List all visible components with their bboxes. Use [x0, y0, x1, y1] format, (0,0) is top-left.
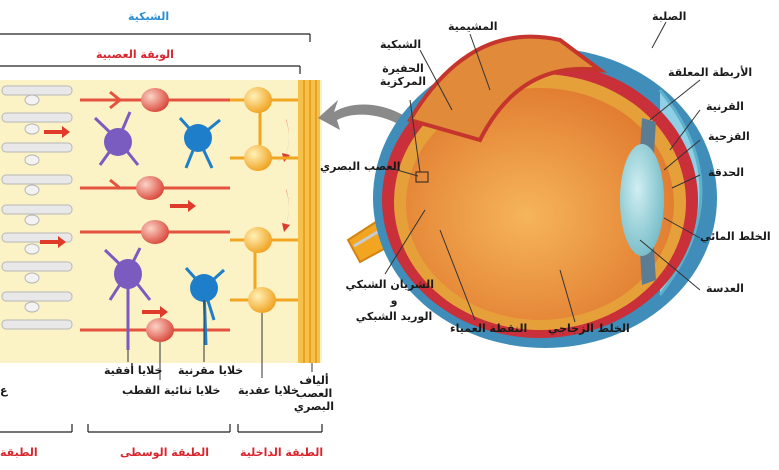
sclera-label: الصلبة — [652, 10, 686, 23]
middle-layer-label: الطبقة الوسطى — [120, 446, 209, 459]
vein-label: الوريد الشبكي — [354, 310, 434, 323]
retina-panel — [0, 80, 322, 363]
artery-label: الشريان الشبكي — [354, 278, 434, 291]
optic-nerve-label: العصب البصري — [320, 160, 401, 173]
lens-art — [620, 144, 664, 256]
outer-layer-label: الطبقة — [0, 446, 38, 459]
inner-layer-label: الطبقة الداخلية — [240, 446, 323, 459]
choroid-label: المشيمية — [448, 20, 498, 33]
layer-brackets — [0, 424, 322, 432]
eye-retina-label: الشبكية — [380, 38, 421, 51]
pupil-label: الحدقة — [708, 166, 744, 179]
amacrine-cells-label: خلايا مقرنية — [178, 364, 243, 377]
lens-label: العدسة — [706, 282, 744, 295]
aqueous-label: الخلط المائي — [700, 230, 771, 243]
optic-fiber-bundle — [298, 80, 320, 363]
retina-title: الشبكية — [128, 10, 169, 23]
horizontal-cells-label: خلايا أفقية — [104, 364, 162, 377]
iris-label: القزحية — [708, 130, 750, 143]
vitreous-label: الخلط الزجاجي — [548, 322, 630, 335]
photoreceptors — [2, 86, 72, 329]
bipolar-cells-label: خلايا ثنائية القطب — [122, 384, 220, 397]
optic-fibers-label: ألياف العصب البصري — [290, 374, 338, 413]
suspensory-label: الأربطة المعلقة — [668, 66, 752, 79]
partial-label: ع — [0, 384, 8, 397]
cornea-label: القرنية — [706, 100, 744, 113]
neural-layer-label: الويقة العصبية — [96, 48, 174, 61]
blind-spot-label: النقطة العمياء — [450, 322, 527, 335]
fovea-label: الحفيرة المركزية — [370, 62, 436, 88]
and-label: و — [354, 294, 434, 307]
